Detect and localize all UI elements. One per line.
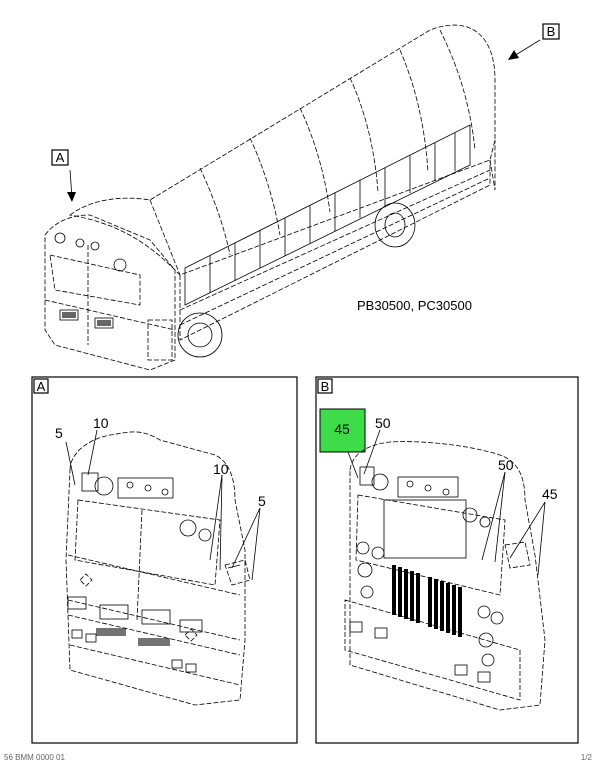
view-a-marker-top (51, 149, 69, 166)
view-a-callout-5-right: 5 (258, 493, 266, 509)
view-b-callout-45-highlight[interactable]: 45 (334, 421, 350, 437)
view-b-marker-label: B (321, 379, 330, 394)
view-a-callout-10-right: 10 (213, 461, 229, 477)
footer-right: 1/2 (581, 753, 593, 761)
view-b-marker-top (542, 23, 560, 40)
view-b-rear-cab (344, 429, 546, 711)
view-a-callout-5-left: 5 (55, 425, 63, 441)
view-a-panel (31, 376, 298, 744)
model-label: PB30500, PC30500 (357, 298, 472, 313)
view-b-callout-50-right: 50 (498, 457, 514, 473)
view-a-front-cab (65, 429, 261, 706)
view-a-marker-label: A (37, 379, 46, 394)
view-a-callout-10-top: 10 (93, 415, 109, 431)
view-b-callout-50-top: 50 (375, 415, 391, 431)
view-a-marker (33, 378, 49, 394)
highlight-box[interactable] (319, 408, 366, 453)
bus-overview (44, 24, 541, 371)
view-b-callout-45-right: 45 (542, 486, 558, 502)
view-a-marker-top-label: A (56, 150, 65, 165)
view-b-marker-top-label: B (547, 24, 556, 39)
view-b-marker (317, 378, 333, 394)
footer-left: 56 BMM 0000 01 (4, 753, 65, 761)
